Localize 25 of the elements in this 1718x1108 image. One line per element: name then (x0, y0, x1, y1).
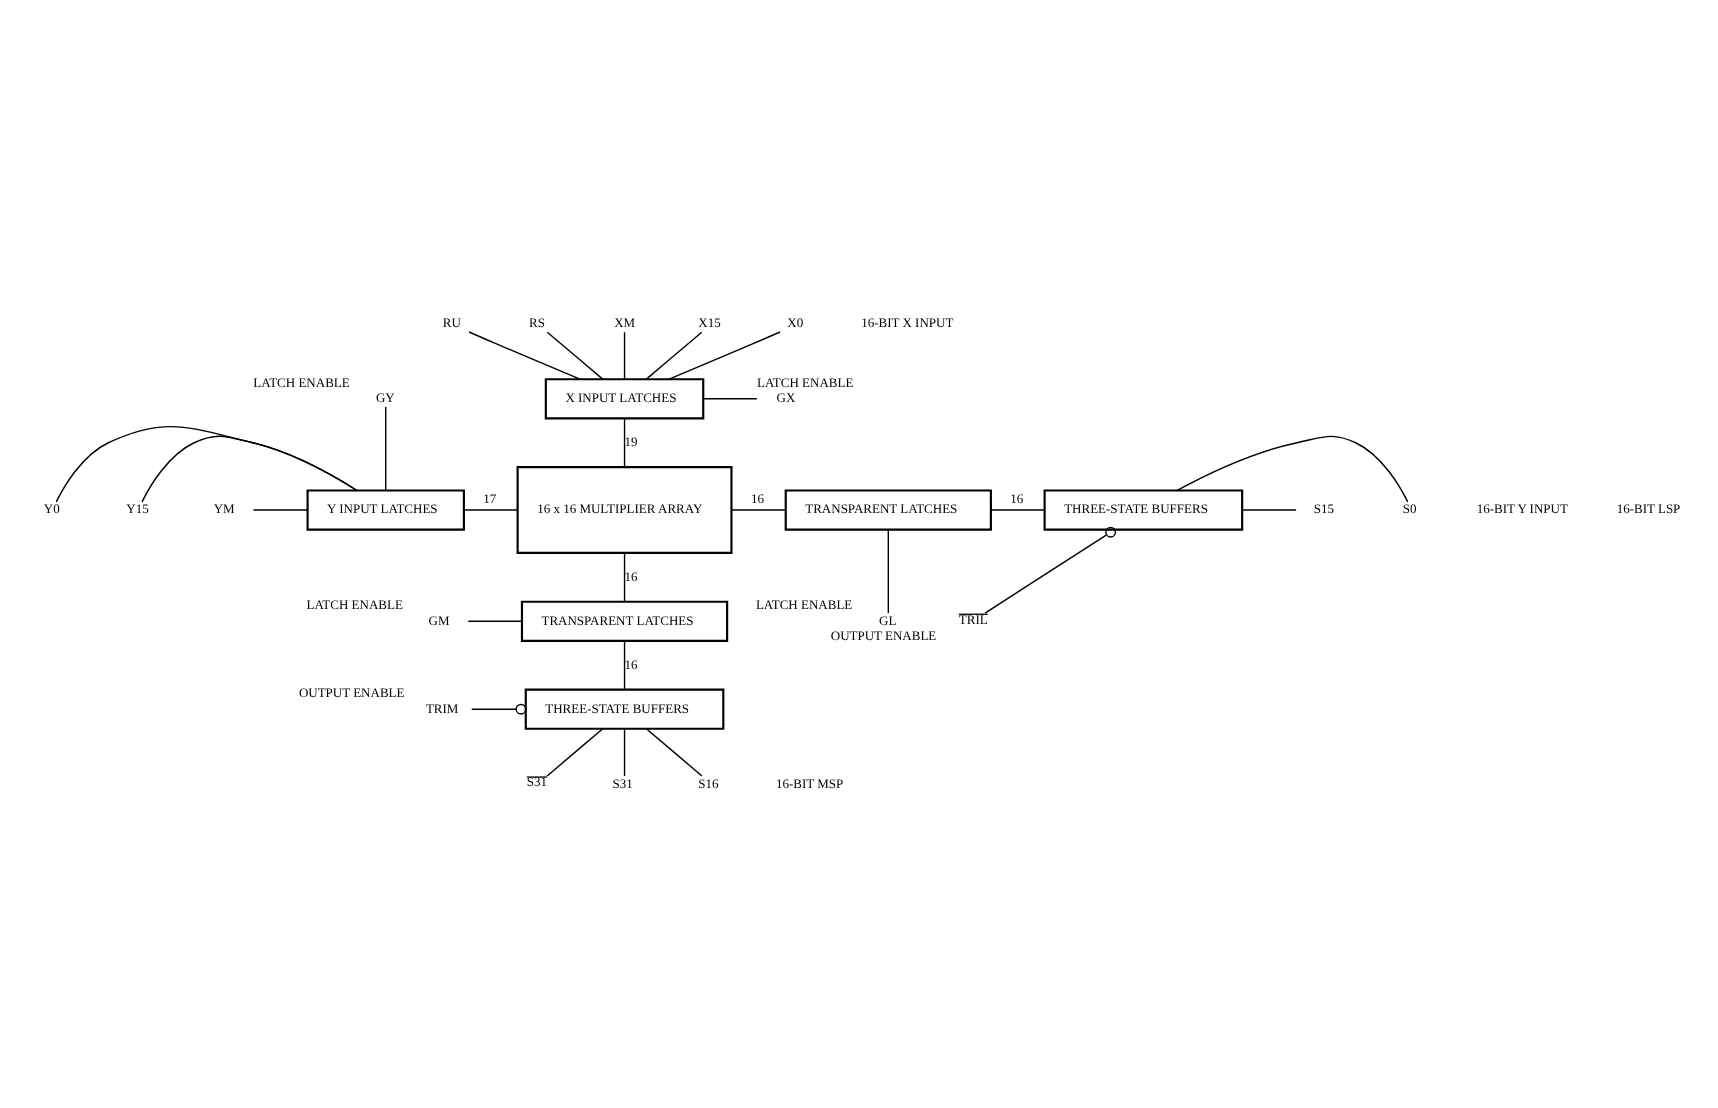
connector (702, 398, 758, 400)
connector (731, 509, 787, 511)
connector (887, 528, 889, 614)
connector (668, 331, 781, 380)
connector (645, 728, 703, 777)
connector (468, 331, 581, 380)
connector (623, 640, 626, 691)
connector (385, 406, 387, 491)
connector (546, 728, 604, 777)
connector (252, 509, 308, 511)
connector (645, 331, 703, 380)
connector (463, 509, 519, 511)
connector (623, 417, 626, 468)
connector (467, 620, 523, 622)
connector (623, 552, 626, 603)
connector (990, 509, 1045, 511)
connector (1241, 509, 1297, 511)
connector (55, 425, 358, 503)
connector (623, 331, 626, 380)
connector (471, 703, 527, 715)
connector (623, 728, 626, 777)
connector (1176, 435, 1409, 503)
connector (984, 526, 1117, 614)
connector (141, 435, 358, 503)
connector (546, 331, 604, 380)
